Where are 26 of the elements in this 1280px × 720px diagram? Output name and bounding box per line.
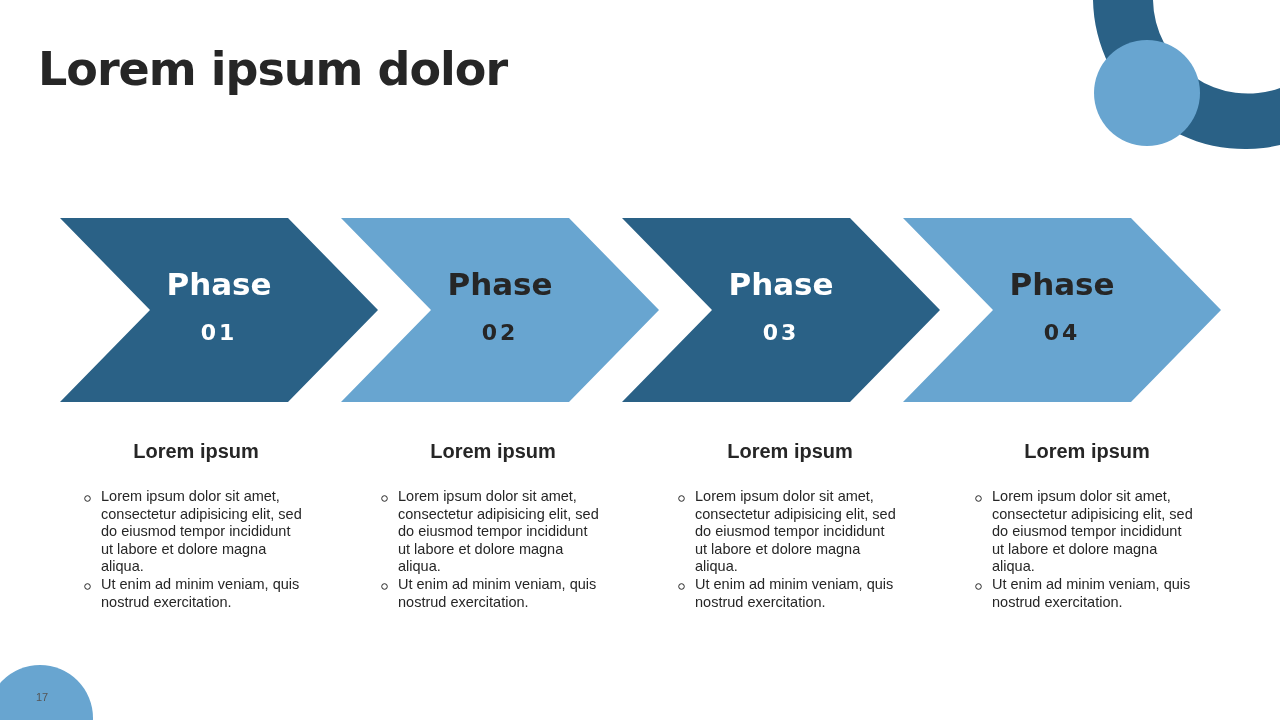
page-number: 17 <box>36 691 49 703</box>
bullet-text: Ut enim ad minim veniam, quis nostrud exercitation. <box>101 576 301 612</box>
slide-title: Lorem ipsum dolor <box>38 42 508 96</box>
column-heading: Lorem ipsum <box>429 440 557 463</box>
phase-number: 01 <box>199 320 239 345</box>
bullet-text: Ut enim ad minim veniam, quis nostrud exercitation. <box>695 576 895 612</box>
column-heading: Lorem ipsum <box>1023 440 1151 463</box>
phase-title: Phase <box>165 266 273 302</box>
phase-number: 03 <box>761 320 801 345</box>
bullet-text: Ut enim ad minim veniam, quis nostrud exercitation. <box>398 576 598 612</box>
phase-title: Phase <box>727 266 835 302</box>
bullet-text: Ut enim ad minim veniam, quis nostrud exercitation. <box>992 576 1192 612</box>
phase-title: Phase <box>446 266 554 302</box>
column-heading: Lorem ipsum <box>132 440 260 463</box>
column-heading: Lorem ipsum <box>726 440 854 463</box>
phase-title: Phase <box>1008 266 1116 302</box>
chevron-shape <box>622 218 940 402</box>
bullet-text: Lorem ipsum dolor sit amet, consectetur adipisicing elit, sed do eiusmod tempor incididunt ut labore et dolore magna aliqua. <box>398 488 600 576</box>
chevron-shape <box>60 218 378 402</box>
phase-number: 02 <box>480 320 520 345</box>
phase-number: 04 <box>1042 320 1082 345</box>
chevron-shape <box>903 218 1221 402</box>
bullet-text: Lorem ipsum dolor sit amet, consectetur adipisicing elit, sed do eiusmod tempor incididunt ut labore et dolore magna aliqua. <box>695 488 897 576</box>
bullet-text: Lorem ipsum dolor sit amet, consectetur adipisicing elit, sed do eiusmod tempor incididunt ut labore et dolore magna aliqua. <box>101 488 303 576</box>
bullet-text: Lorem ipsum dolor sit amet, consectetur adipisicing elit, sed do eiusmod tempor incididunt ut labore et dolore magna aliqua. <box>992 488 1194 576</box>
chevron-shape <box>341 218 659 402</box>
